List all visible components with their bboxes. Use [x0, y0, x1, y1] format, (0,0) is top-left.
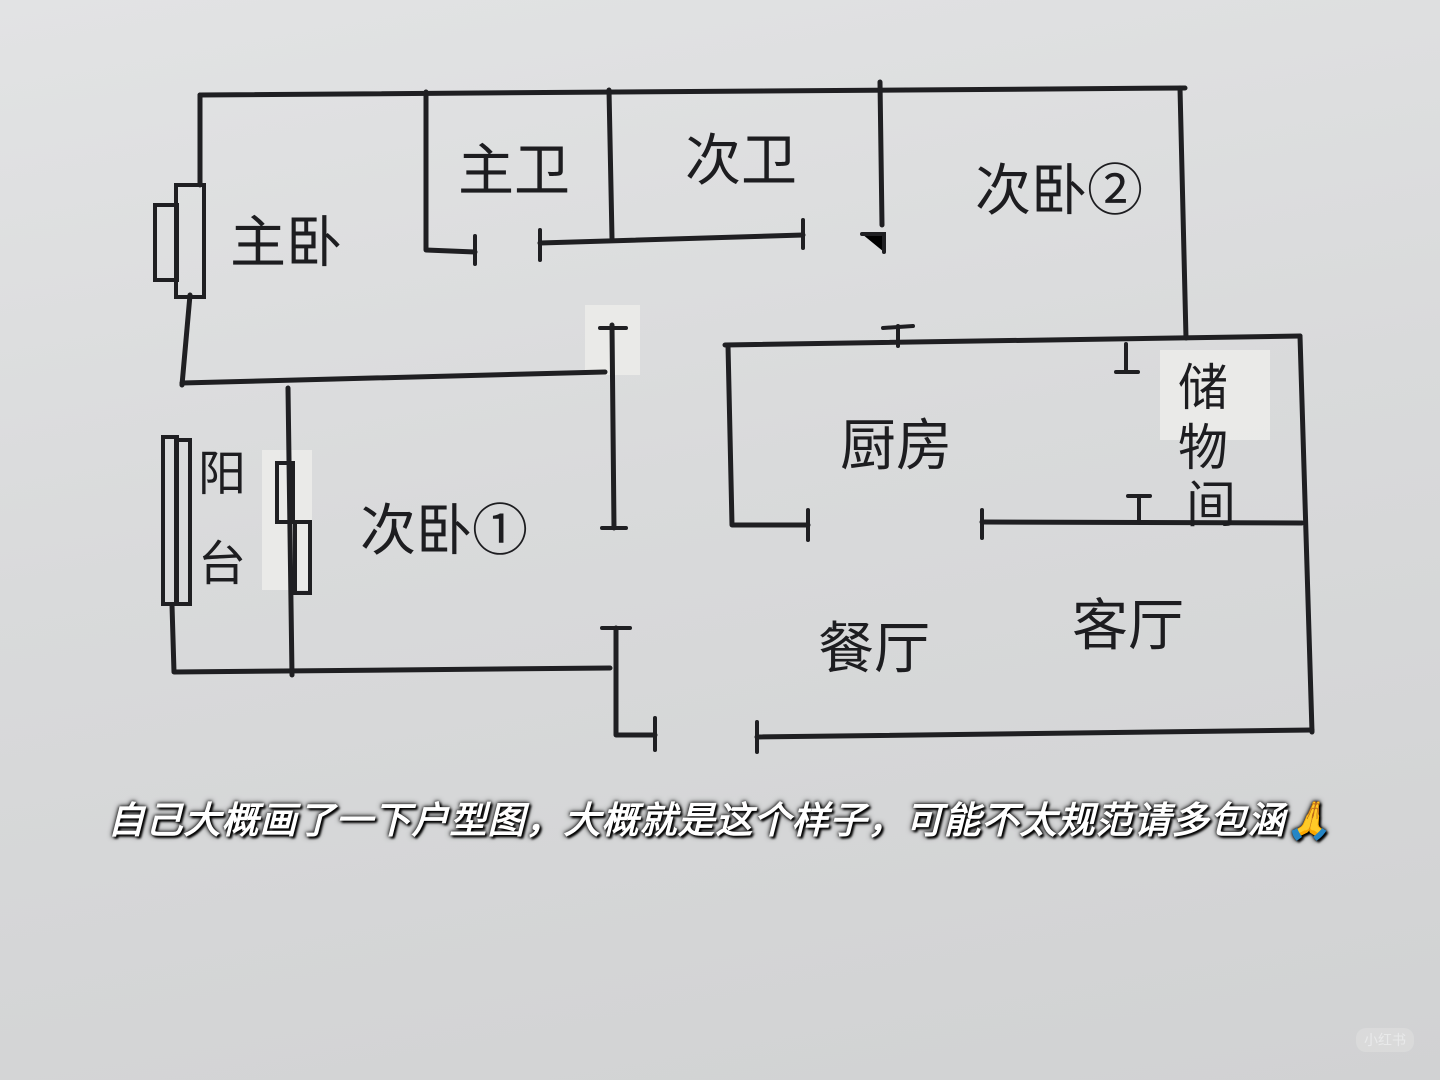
wall — [613, 625, 658, 738]
wall — [1297, 333, 1315, 735]
room-label-balcony-2: 台 — [198, 536, 246, 592]
room-label-kitchen: 厨房 — [840, 414, 952, 479]
room-label-bedroom-2: 次卧② — [975, 159, 1143, 224]
room-label-storage-2: 物 — [1178, 419, 1228, 477]
wall — [725, 342, 811, 528]
room-label-dining: 餐厅 — [818, 617, 930, 682]
room-label-master-bedroom: 主卧 — [230, 211, 342, 276]
room-label-storage-1: 储 — [1178, 359, 1228, 417]
wall — [1177, 85, 1189, 341]
wall — [754, 727, 1315, 740]
wall — [197, 85, 1188, 98]
room-label-second-bathroom: 次卫 — [685, 129, 797, 194]
door-tick — [860, 232, 886, 254]
wall — [537, 232, 806, 246]
wall — [423, 89, 478, 255]
window — [174, 438, 192, 606]
wall — [722, 333, 1303, 348]
tape-patch — [1160, 350, 1270, 440]
caption-text: 自己大概画了一下户型图，大概就是这个样子，可能不太规范请多包涵🙏 — [107, 799, 1333, 842]
watermark: 小红书 — [1356, 1028, 1414, 1052]
room-label-master-bathroom: 主卫 — [458, 139, 570, 204]
room-label-balcony-1: 阳 — [198, 446, 246, 502]
room-label-storage-3: 间 — [1186, 476, 1236, 534]
wall — [979, 519, 1305, 526]
room-label-bedroom-1: 次卧① — [360, 499, 528, 564]
wall — [877, 79, 885, 228]
window — [293, 520, 312, 595]
wall — [169, 602, 613, 675]
window — [153, 203, 179, 282]
wall — [285, 385, 295, 678]
wall — [609, 322, 617, 531]
wall — [179, 369, 608, 386]
window — [174, 183, 206, 299]
room-label-living: 客厅 — [1072, 594, 1184, 659]
wall — [606, 87, 615, 241]
wall — [179, 292, 193, 388]
